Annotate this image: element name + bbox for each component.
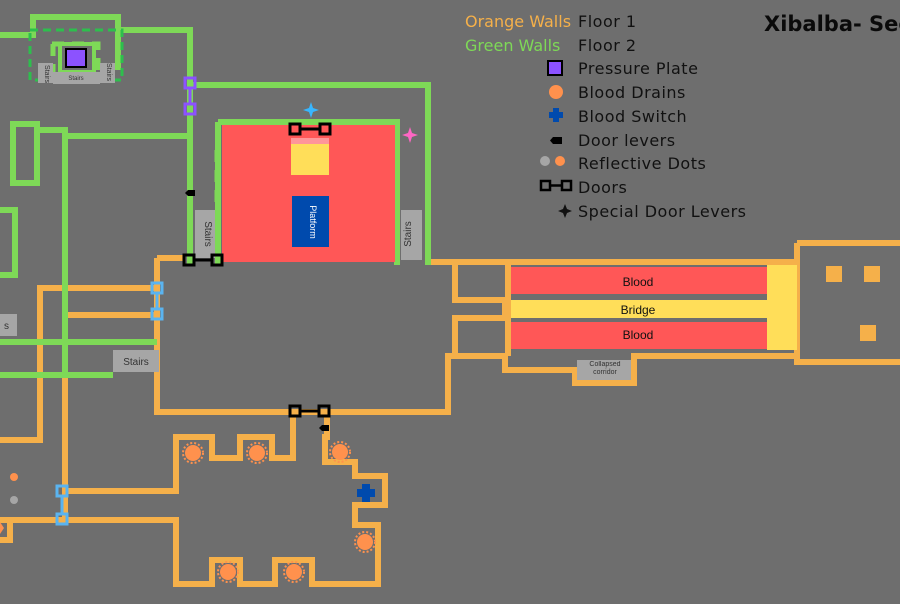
stairs-label: Stairs <box>105 63 112 81</box>
reflective-dot <box>10 473 18 481</box>
blood-drain-icon <box>354 531 376 553</box>
legend-orange-walls: Orange Walls <box>465 12 572 31</box>
door-lever-icon <box>550 137 562 144</box>
stairs-label: Stairs <box>68 76 83 82</box>
blood-drain-icon <box>283 561 305 583</box>
legend-special-door-levers: Special Door Levers <box>578 202 747 221</box>
stairs-left <box>195 210 215 258</box>
legend-floor1: Floor 1 <box>578 12 637 31</box>
bridge-label: Bridge <box>621 303 656 317</box>
platform-label: Platform <box>308 205 318 239</box>
legend-door-levers: Door levers <box>578 131 676 150</box>
blood-drain-icon <box>217 561 239 583</box>
legend-pressure-plate: Pressure Plate <box>578 59 699 78</box>
special-door-lever-icon <box>558 204 572 218</box>
blood-label-top: Blood <box>623 275 654 289</box>
stairs-label: Stairs <box>202 221 213 247</box>
reflective-dots-icon <box>540 156 550 166</box>
legend-green-walls: Green Walls <box>465 36 561 55</box>
legend-floor2: Floor 2 <box>578 36 637 55</box>
door-stairs-left[interactable] <box>182 253 224 267</box>
reflective-dot <box>10 496 18 504</box>
stairs-label-partial: s <box>4 321 9 332</box>
blood-pool-bottom <box>510 322 770 349</box>
stairs-west <box>113 350 159 372</box>
stairs-edge <box>0 314 17 336</box>
legend-blood-switch: Blood Switch <box>578 107 688 126</box>
blood-drain-icon <box>549 85 563 99</box>
door-icon <box>539 179 573 192</box>
special-door-lever-icon[interactable] <box>402 127 418 143</box>
door-bottom[interactable] <box>288 404 331 418</box>
pillar <box>826 266 842 282</box>
platform <box>292 196 329 247</box>
stairs-block <box>38 63 53 83</box>
door-lever-icon[interactable] <box>319 425 329 431</box>
door-blue-lower[interactable] <box>55 484 69 526</box>
door-platform-top[interactable] <box>288 122 332 136</box>
legend-doors: Doors <box>578 178 628 197</box>
door-blue-upper[interactable] <box>150 281 164 321</box>
pressure-plate-icon <box>547 60 563 76</box>
pillar <box>860 325 876 341</box>
stairs-label: Stairs <box>403 221 414 247</box>
orange-walls <box>0 240 900 587</box>
bridge <box>510 300 770 318</box>
map-title: Xibalba- Sec <box>764 12 900 36</box>
collapsed-corridor-label: Collapsed corridor <box>589 361 621 376</box>
bridge-landing <box>767 265 797 350</box>
blood-switch-icon <box>549 108 563 122</box>
legend-blood-drains: Blood Drains <box>578 83 686 102</box>
blood-switch-icon[interactable] <box>357 484 375 502</box>
stairs-label: Stairs <box>43 65 50 83</box>
special-door-lever-icon[interactable] <box>303 102 319 118</box>
blood-drain-icon <box>182 442 204 464</box>
legend-reflective-dots: Reflective Dots <box>578 154 707 173</box>
stairs-right <box>401 210 422 260</box>
pressure-plate-icon <box>65 48 87 68</box>
pillar <box>864 266 880 282</box>
door-purple[interactable] <box>183 76 197 116</box>
platform-room-yellow <box>291 138 329 175</box>
stairs-label: Stairs <box>123 357 149 368</box>
stairs-block <box>53 72 100 84</box>
blood-drain-icon <box>246 442 268 464</box>
collapsed-corridor-block <box>577 360 631 380</box>
blood-label-bottom: Blood <box>623 328 654 342</box>
door-lever-icon[interactable] <box>185 190 195 196</box>
stairs-block <box>100 63 115 83</box>
blood-pool-top <box>510 267 770 294</box>
